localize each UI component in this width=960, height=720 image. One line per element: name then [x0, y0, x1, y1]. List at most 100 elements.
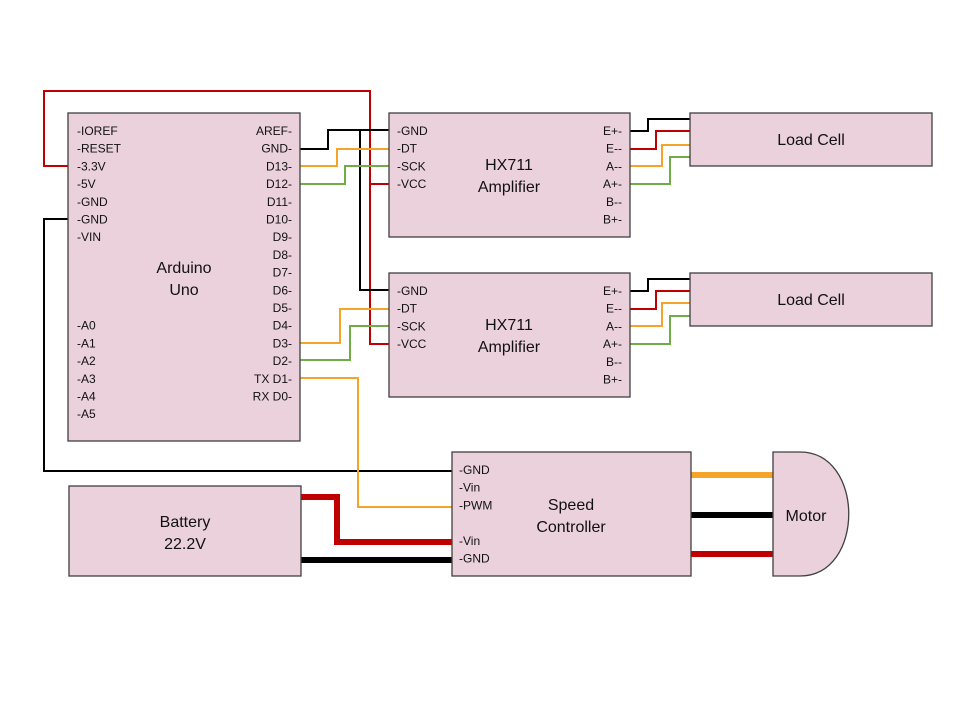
wires: [43, 90, 773, 563]
arduino-left-pin-label: -A4: [77, 390, 96, 404]
wire-top-a-minus: [630, 144, 690, 167]
speed-controller-left-pin-label: -Vin: [459, 534, 480, 548]
arduino-right-pin-label: D9-: [273, 230, 292, 244]
arduino-right-pin-label: D13-: [266, 159, 292, 173]
arduino-left-pin-label: -GND: [77, 213, 108, 227]
hx711-top-right-pin-label: A--: [606, 159, 622, 173]
arduino-right-pins: AREF- GND- D13- D12- D11- D10- D9- D8- D7- D6- D5-…: [253, 124, 292, 404]
wire-battery-vin: [301, 494, 452, 545]
arduino-right-pin-label: D10-: [266, 213, 292, 227]
arduino-left-pin-label: -A2: [77, 354, 96, 368]
wire-arduino-gnd-to-esc-gnd: [43, 218, 452, 472]
arduino-right-pin-label: D8-: [273, 248, 292, 262]
arduino-right-pin-label: D7-: [273, 266, 292, 280]
wire-d13-to-top-dt: [300, 148, 390, 167]
wire-bottom-a-plus: [630, 315, 690, 345]
arduino-right-pin-label: D6-: [273, 283, 292, 297]
wire-3v3-to-vcc: [43, 90, 390, 345]
arduino-right-pin-label: D12-: [266, 177, 292, 191]
hx711-top-left-pin-label: -GND: [397, 124, 428, 138]
arduino-right-pin-label: GND-: [261, 142, 292, 156]
arduino-title-line1: Arduino: [156, 260, 211, 277]
hx711-bottom-right-pin-label: B--: [606, 355, 622, 369]
hx711-bottom-title-line1: HX711: [485, 317, 533, 334]
hx711-bottom-right-pin-label: E--: [606, 302, 622, 316]
arduino-right-pin-label: AREF-: [256, 124, 292, 138]
hx711-bottom-left-pin-label: -VCC: [397, 337, 427, 351]
speed-controller-left-pin-label: -GND: [459, 463, 490, 477]
speed-controller: -GND -Vin -PWM -Vin -GND Speed Controller: [451, 451, 692, 577]
hx711-amplifier-bottom: -GND -DT -SCK -VCC E+- E-- A-- A+- B-- B+- HX711…: [388, 272, 631, 398]
speed-controller-left-pin-label: -Vin: [459, 481, 480, 495]
motor: Motor: [772, 451, 850, 577]
speed-controller-title-line1: Speed: [548, 497, 594, 514]
speed-controller-left-pins: -GND -Vin -PWM -Vin -GND: [459, 463, 492, 566]
hx711-top-left-pin-label: -DT: [397, 142, 418, 156]
load-cell-bottom-title: Load Cell: [777, 292, 845, 309]
arduino-left-pin-label: -RESET: [77, 142, 122, 156]
arduino-right-pin-label: RX D0-: [253, 390, 292, 404]
arduino-left-pins: -IOREF -RESET -3.3V -5V -GND -GND -VIN -A0 -A1 -A…: [77, 124, 122, 421]
battery-title-line2: 22.2V: [164, 536, 206, 553]
wire-d3-to-bottom-sck: [300, 325, 390, 361]
arduino-left-pin-label: -IOREF: [77, 124, 118, 138]
hx711-top-right-pin-label: E--: [606, 142, 622, 156]
hx711-bottom-right-pin-label: E+-: [603, 284, 622, 298]
hx711-bottom-left-pin-label: -SCK: [397, 319, 426, 333]
wire-d2-to-esc-pwm: [300, 377, 452, 508]
hx711-top-right-pins: E+- E-- A-- A+- B-- B+-: [603, 124, 622, 227]
hx711-bottom-right-pin-label: B+-: [603, 373, 622, 387]
arduino-right-pin-label: D4-: [273, 319, 292, 333]
hx711-bottom-title-line2: Amplifier: [478, 339, 541, 356]
speed-controller-left-pin-label: -GND: [459, 552, 490, 566]
wire-bottom-e-minus: [630, 290, 690, 310]
hx711-top-left-pin-label: -SCK: [397, 159, 426, 173]
wire-top-a-plus: [630, 156, 690, 185]
load-cell-top: Load Cell: [689, 112, 933, 167]
speed-controller-title-line2: Controller: [536, 519, 606, 536]
arduino-right-pin-label: TX D1-: [254, 372, 292, 386]
hx711-bottom-right-pin-label: A--: [606, 319, 622, 333]
arduino-left-pin-label: -5V: [77, 177, 96, 191]
arduino-left-pin-label: -A0: [77, 319, 96, 333]
arduino-uno-board: -IOREF -RESET -3.3V -5V -GND -GND -VIN -A0 -A1 -A…: [67, 112, 301, 442]
arduino-left-pin-label: -VIN: [77, 230, 101, 244]
speed-controller-left-pin-label: -PWM: [459, 498, 492, 512]
arduino-title-line2: Uno: [169, 282, 198, 299]
arduino-left-pin-label: -A5: [77, 407, 96, 421]
arduino-left-pin-label: -GND: [77, 195, 108, 209]
battery: Battery 22.2V: [68, 485, 302, 577]
hx711-top-title-line1: HX711: [485, 157, 533, 174]
arduino-right-pin-label: D3-: [273, 336, 292, 350]
wire-d4-to-bottom-dt: [300, 308, 390, 344]
wire-bottom-a-minus: [630, 302, 690, 327]
hx711-bottom-right-pins: E+- E-- A-- A+- B-- B+-: [603, 284, 622, 387]
wire-bottom-e-plus: [630, 278, 690, 292]
hx711-bottom-left-pin-label: -DT: [397, 302, 418, 316]
arduino-right-pin-label: D5-: [273, 301, 292, 315]
hx711-top-right-pin-label: E+-: [603, 124, 622, 138]
wire-top-e-plus: [630, 118, 690, 132]
hx711-top-right-pin-label: B--: [606, 195, 622, 209]
hx711-bottom-left-pin-label: -GND: [397, 284, 428, 298]
hx711-top-left-pin-label: -VCC: [397, 177, 427, 191]
arduino-left-pin-label: -A3: [77, 372, 96, 386]
arduino-right-pin-label: D2-: [273, 354, 292, 368]
hx711-top-right-pin-label: A+-: [603, 177, 622, 191]
hx711-top-title-line2: Amplifier: [478, 179, 541, 196]
wire-top-e-minus: [630, 130, 690, 150]
arduino-left-pin-label: -A1: [77, 336, 96, 350]
hx711-bottom-right-pin-label: A+-: [603, 337, 622, 351]
motor-title: Motor: [786, 508, 828, 525]
wire-d12-to-top-sck: [300, 165, 390, 185]
load-cell-bottom: Load Cell: [689, 272, 933, 327]
hx711-top-left-pins: -GND -DT -SCK -VCC: [397, 124, 428, 191]
load-cell-top-title: Load Cell: [777, 132, 845, 149]
hx711-amplifier-top: -GND -DT -SCK -VCC E+- E-- A-- A+- B-- B+- HX711…: [388, 112, 631, 238]
arduino-right-pin-label: D11-: [267, 195, 292, 209]
hx711-bottom-left-pins: -GND -DT -SCK -VCC: [397, 284, 428, 351]
hx711-top-right-pin-label: B+-: [603, 213, 622, 227]
arduino-left-pin-label: -3.3V: [77, 159, 106, 173]
wire-arduino-gnd-to-hx711-gnd: [300, 129, 390, 291]
